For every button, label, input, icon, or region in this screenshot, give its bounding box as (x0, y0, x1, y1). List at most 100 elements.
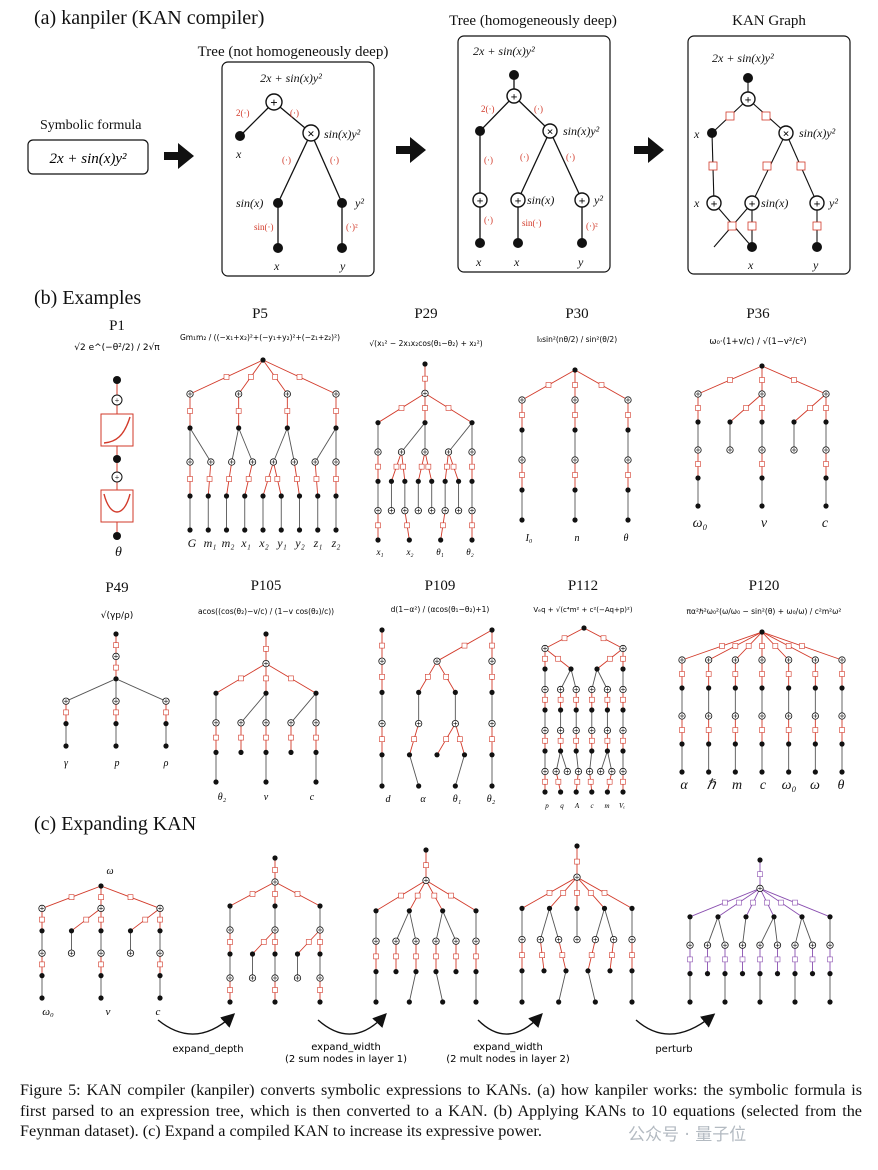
graph-node (604, 748, 611, 754)
graph-node (589, 789, 595, 795)
tree2-edge-sq: (·)² (586, 221, 598, 231)
graph-node (416, 783, 422, 789)
spline-box (272, 939, 278, 945)
graph-node (799, 914, 805, 920)
graph-node (519, 517, 525, 523)
tree2-root-expr: 2x + sin(x)y² (473, 44, 535, 58)
plus-icon: + (515, 194, 522, 208)
var-label: y₂ (294, 536, 305, 550)
graph-node (39, 995, 45, 1001)
spline-box (705, 727, 712, 733)
section-a-title: (a) kanpiler (KAN compiler) (34, 7, 264, 29)
plus-icon: + (115, 396, 120, 405)
var-label: z₂ (331, 536, 341, 550)
graph-node (759, 741, 765, 747)
graph-node (792, 999, 798, 1005)
example-title: P109 (425, 578, 456, 594)
kan-leaf-y: y (812, 258, 819, 272)
graph-node (519, 968, 525, 974)
graph-node (163, 743, 169, 749)
graph-node (620, 666, 626, 672)
spline-box (223, 374, 230, 380)
spline-box (272, 867, 278, 873)
spline-box (560, 889, 567, 896)
spline-box (601, 889, 608, 896)
spline-box (704, 956, 711, 963)
var-label: m₁ (204, 536, 217, 550)
graph-node (373, 908, 379, 914)
spline-box (127, 894, 134, 901)
spline-box (272, 374, 278, 380)
spline-box (812, 671, 819, 677)
spline-box (743, 405, 749, 411)
spline-box (274, 476, 281, 482)
spline-box (379, 673, 385, 680)
graph-node (452, 689, 458, 696)
graph-node (568, 666, 574, 672)
tree2-edge-id4: (·) (566, 152, 575, 162)
graph-node (563, 968, 569, 974)
graph-node (732, 769, 738, 775)
spline-box (604, 696, 611, 703)
graph-node (620, 748, 626, 754)
graph-node (542, 666, 548, 672)
graph-node (442, 478, 448, 484)
graph-node (205, 527, 211, 533)
graph-edge (401, 422, 426, 453)
graph-node (333, 493, 339, 499)
spline-box (607, 655, 613, 662)
spline-box (545, 382, 552, 388)
example-formula: √(x₁² − 2x₁x₂cos(θ₁−θ₂) + x₂²) (369, 339, 482, 348)
graph-node (375, 420, 381, 426)
var-label: θ₁ (436, 547, 444, 557)
spline-box (227, 987, 233, 993)
tree1-edge-id2: (·) (282, 155, 291, 165)
spline-box (727, 377, 733, 383)
spline-box (489, 736, 495, 743)
p1-graph: + + (100, 376, 134, 540)
spline-box (113, 642, 119, 649)
graph-node (687, 914, 693, 920)
graph-node (519, 427, 525, 433)
spline-box (587, 889, 594, 896)
spline-box (739, 956, 746, 963)
graph-node (706, 769, 712, 775)
spline-box (785, 671, 792, 677)
graph-node (272, 951, 278, 957)
tree2-leaf-y: y (577, 255, 584, 269)
spline-box (265, 476, 272, 482)
graph-node (839, 741, 845, 747)
graph-node (679, 741, 685, 747)
spline-box (555, 655, 561, 662)
graph-node (379, 689, 385, 696)
kan-graph (678, 629, 846, 775)
spline-box (792, 899, 798, 906)
graph-node (113, 676, 119, 682)
c-top-var: ω (106, 866, 113, 877)
graph-node (379, 752, 385, 758)
spline-box (759, 405, 765, 411)
tree1-leaf-x2: x (273, 259, 280, 273)
graph-node (260, 357, 266, 363)
example-title: P120 (749, 578, 780, 594)
graph-edge (560, 668, 572, 690)
spline-box (839, 671, 845, 677)
spline-box (305, 939, 312, 945)
spline-box (574, 858, 580, 865)
graph-edge (707, 916, 719, 946)
figure-caption: Figure 5: KAN compiler (kanpiler) conver… (20, 1081, 862, 1140)
spline-box (423, 862, 429, 869)
graph-node (373, 969, 379, 975)
var-label: θ (115, 545, 122, 560)
graph-node (542, 748, 548, 754)
var-label: ρ (163, 758, 169, 769)
arrow-icon (396, 137, 426, 163)
spline-box (235, 408, 242, 414)
graph-node (296, 493, 303, 499)
graph-node (227, 903, 233, 909)
var-label: n (575, 533, 580, 544)
var-label: c (822, 516, 829, 531)
graph-node (589, 748, 595, 754)
row2-var-labels: γ p ρ θ₂ v c d α θ₁ θ₂ p q A c m Vₑ α ℏ … (64, 758, 845, 810)
tree1-sq-expr: y² (354, 196, 364, 210)
